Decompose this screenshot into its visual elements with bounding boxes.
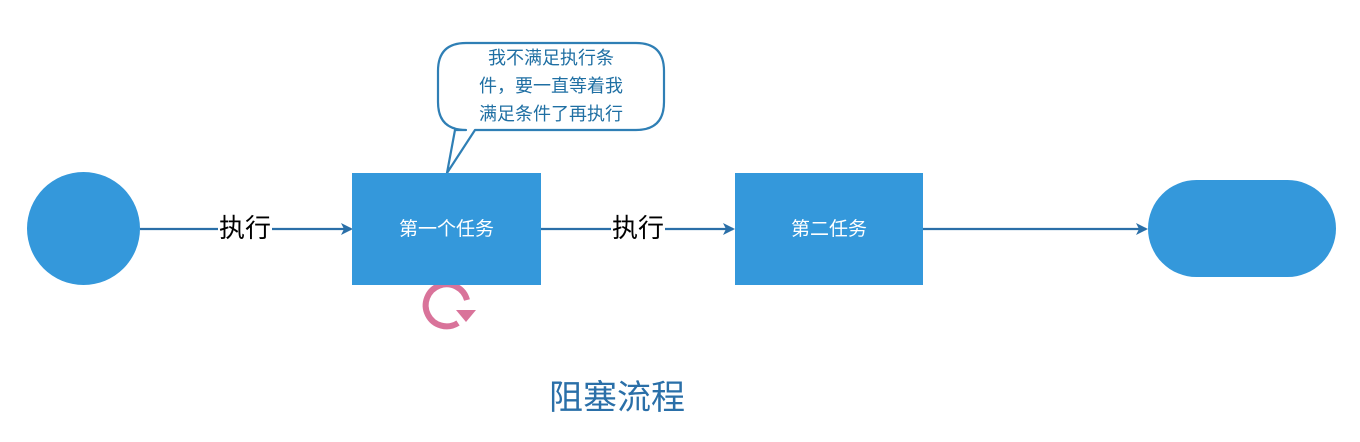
- callout-line-3: 满足条件了再执行: [479, 104, 623, 125]
- circular-arrow-icon: [422, 281, 476, 330]
- callout-line-2: 件，要一直等着我: [479, 76, 623, 97]
- task-node-second: 第二任务: [735, 173, 923, 285]
- callout-text: 我不满足执行条 件，要一直等着我 满足条件了再执行: [442, 45, 660, 129]
- diagram-title: 阻塞流程: [549, 378, 685, 418]
- task-second-label: 第二任务: [790, 217, 867, 240]
- edge-label-execute-1: 执行: [218, 214, 273, 244]
- callout-line-1: 我不满足执行条: [488, 48, 614, 69]
- task-node-first: 第一个任务: [352, 173, 541, 285]
- edge-label-execute-2: 执行: [611, 214, 666, 244]
- end-node: [1148, 180, 1336, 277]
- start-node: [27, 172, 140, 285]
- task-first-label: 第一个任务: [398, 217, 494, 240]
